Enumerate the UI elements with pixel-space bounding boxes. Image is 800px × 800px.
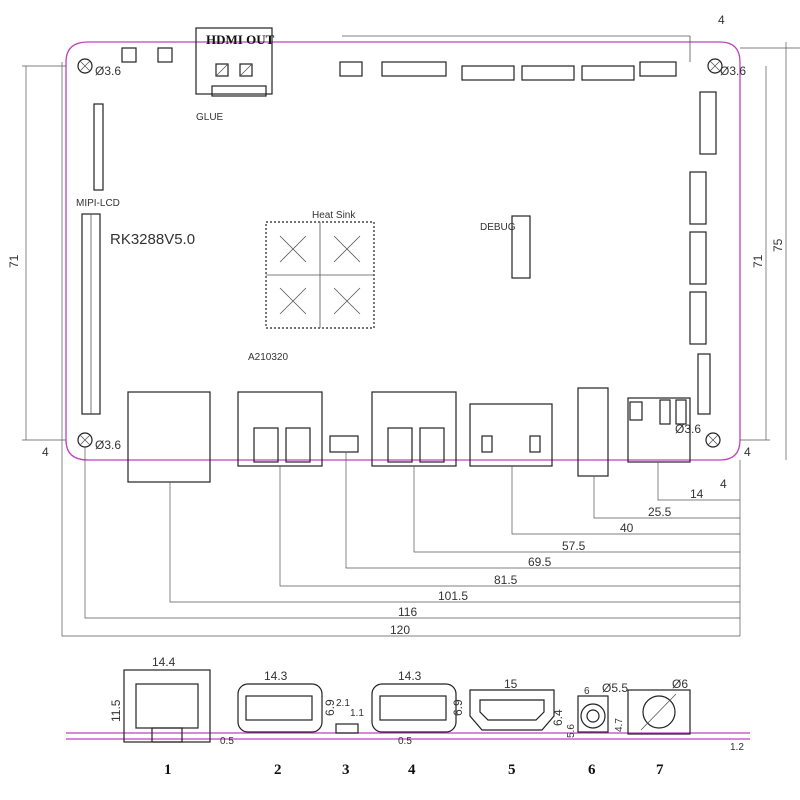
right-headers xyxy=(689,91,717,415)
mounting-hole-bl: Ø3.6 xyxy=(77,432,121,452)
svg-text:2: 2 xyxy=(274,762,282,778)
svg-text:75: 75 xyxy=(771,238,785,252)
svg-text:15: 15 xyxy=(504,677,518,691)
debug-header: DEBUG xyxy=(480,215,531,279)
svg-text:DEBUG: DEBUG xyxy=(480,222,516,233)
svg-text:4: 4 xyxy=(408,762,416,778)
svg-text:Ø6: Ø6 xyxy=(672,677,688,691)
dim-lines: 71 71 75 4 4 4 4 xyxy=(7,13,800,630)
svg-text:14.3: 14.3 xyxy=(264,669,288,683)
svg-text:3: 3 xyxy=(342,762,350,778)
svg-text:69.5: 69.5 xyxy=(528,555,552,569)
svg-text:4: 4 xyxy=(42,445,49,459)
mounting-hole-br: Ø3.6 xyxy=(675,422,721,448)
top-connectors xyxy=(121,35,691,81)
svg-text:6.9: 6.9 xyxy=(451,699,465,716)
hdmi-out-connector: HDMI OUT GLUE xyxy=(195,27,275,123)
board-code-label: A210320 xyxy=(248,352,288,363)
svg-text:14.3: 14.3 xyxy=(398,669,422,683)
svg-text:Ø3.6: Ø3.6 xyxy=(720,64,746,78)
svg-text:4: 4 xyxy=(718,13,725,27)
svg-text:4: 4 xyxy=(720,477,727,491)
svg-text:71: 71 xyxy=(751,254,765,268)
svg-text:7: 7 xyxy=(656,762,664,778)
svg-text:Ø3.6: Ø3.6 xyxy=(95,438,121,452)
svg-text:Ø5.5: Ø5.5 xyxy=(602,681,628,695)
port-numbers: 1 2 3 4 5 6 7 xyxy=(164,762,664,778)
svg-text:5.6: 5.6 xyxy=(566,724,577,738)
svg-text:81.5: 81.5 xyxy=(494,573,518,587)
svg-text:4: 4 xyxy=(744,445,751,459)
svg-text:14.4: 14.4 xyxy=(152,655,176,669)
svg-text:6.4: 6.4 xyxy=(551,709,565,726)
svg-text:6: 6 xyxy=(584,686,590,697)
svg-text:25.5: 25.5 xyxy=(648,505,672,519)
svg-text:1: 1 xyxy=(164,762,172,778)
soc-chip: Heat Sink xyxy=(265,210,375,329)
svg-text:101.5: 101.5 xyxy=(438,589,468,603)
side-usb-1: 14.3 6.9 0.5 xyxy=(220,669,337,747)
svg-text:0.5: 0.5 xyxy=(398,736,412,747)
svg-text:5: 5 xyxy=(508,762,516,778)
side-rj45: 14.4 11.5 xyxy=(109,655,211,743)
side-small-connector: 2.1 1.1 xyxy=(335,698,364,734)
svg-text:6: 6 xyxy=(588,762,596,778)
position-dims: 14 25.5 40 57.5 69.5 81.5 101.5 116 120 xyxy=(61,447,741,637)
svg-text:71: 71 xyxy=(7,254,21,268)
board-model-label: RK3288V5.0 xyxy=(110,231,195,248)
pcb-outline xyxy=(65,41,741,461)
svg-text:2.1: 2.1 xyxy=(336,698,350,709)
side-hdmi: 15 6.4 xyxy=(469,677,565,731)
side-pcb-thickness: 1.2 xyxy=(730,742,744,753)
svg-text:40: 40 xyxy=(620,521,634,535)
svg-text:0.5: 0.5 xyxy=(220,736,234,747)
side-usb-2: 14.3 6.9 0.5 xyxy=(371,669,465,747)
gpio-header xyxy=(81,213,101,415)
svg-text:6.9: 6.9 xyxy=(323,699,337,716)
mounting-hole-tl: Ø3.6 xyxy=(77,58,121,78)
svg-text:Ø3.6: Ø3.6 xyxy=(675,422,701,436)
svg-text:116: 116 xyxy=(398,605,417,619)
svg-text:57.5: 57.5 xyxy=(562,539,586,553)
svg-text:MIPI-LCD: MIPI-LCD xyxy=(76,198,120,209)
side-power-jack: Ø6 4.7 xyxy=(614,677,691,735)
side-audio-jack: 6 Ø5.5 5.6 xyxy=(566,681,628,738)
svg-text:120: 120 xyxy=(390,623,410,637)
mipi-lcd-connector: MIPI-LCD xyxy=(76,103,120,209)
svg-text:14: 14 xyxy=(690,487,704,501)
svg-text:1.1: 1.1 xyxy=(350,708,364,719)
svg-text:Ø3.6: Ø3.6 xyxy=(95,64,121,78)
svg-text:HDMI OUT: HDMI OUT xyxy=(206,32,275,47)
svg-text:Heat Sink: Heat Sink xyxy=(312,210,356,221)
ports-top xyxy=(127,387,691,483)
svg-text:GLUE: GLUE xyxy=(196,112,224,123)
mounting-hole-tr: Ø3.6 xyxy=(707,58,746,78)
svg-text:4.7: 4.7 xyxy=(614,718,625,732)
svg-text:11.5: 11.5 xyxy=(109,699,123,722)
